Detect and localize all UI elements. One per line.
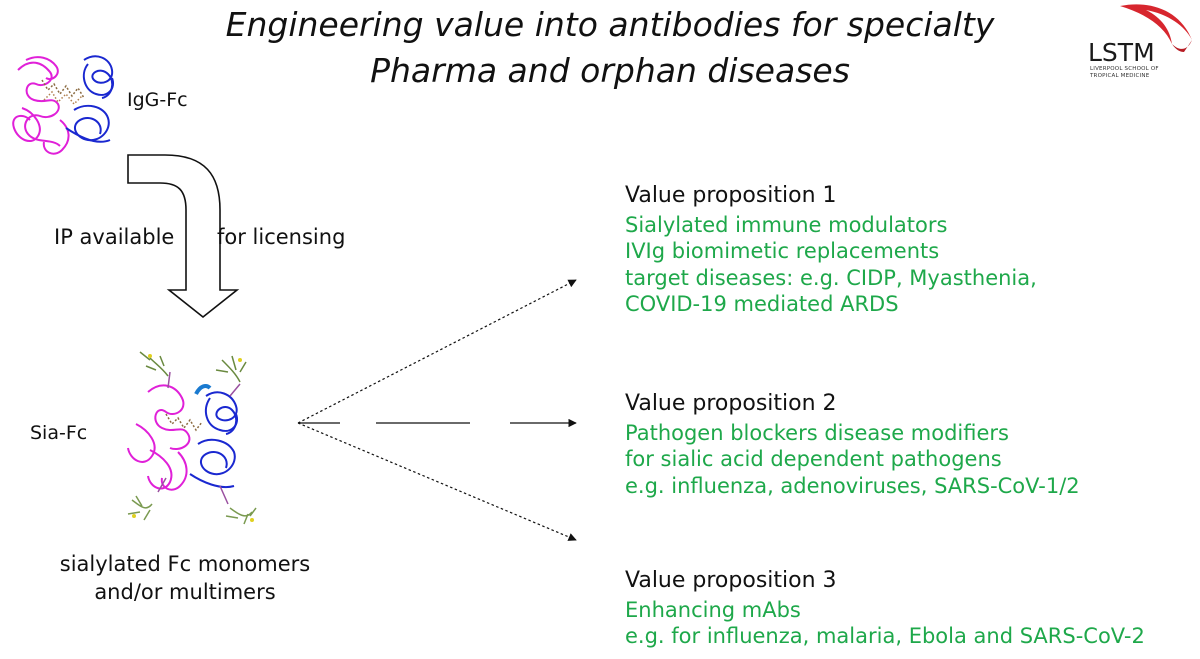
igg-fc-structure-icon (12, 55, 114, 155)
page-title: Engineering value into antibodies for sp… (180, 2, 1040, 94)
value-proposition-1: Value proposition 1 Sialylated immune mo… (625, 183, 1037, 318)
licensing-label: for licensing (217, 225, 346, 249)
logo-name: LSTM (1088, 38, 1155, 67)
arrow-to-proposition-1 (297, 279, 577, 424)
proposition-heading: Value proposition 3 (625, 568, 837, 593)
sia-fc-label: Sia-Fc (30, 422, 88, 444)
logo-subtitle: LIVERPOOL SCHOOL OF TROPICAL MEDICINE (1090, 66, 1159, 79)
proposition-line: IVIg biomimetic replacements (625, 239, 940, 263)
proposition-line: Pathogen blockers disease modifiers (625, 420, 1009, 445)
title-line-1: Engineering value into antibodies for sp… (225, 5, 995, 44)
proposition-line: Sialylated immune modulators (625, 212, 948, 237)
curved-down-arrow-icon (127, 154, 240, 319)
proposition-line: for sialic acid dependent pathogens (625, 447, 1002, 471)
proposition-line: COVID-19 mediated ARDS (625, 292, 899, 316)
sia-fc-structure-icon (127, 351, 257, 525)
monomers-line-2: and/or multimers (94, 580, 276, 604)
title-line-2: Pharma and orphan diseases (370, 51, 850, 90)
monomers-line-1: sialylated Fc monomers (59, 552, 311, 576)
ip-available-label: IP available (54, 225, 175, 249)
arrow-to-proposition-3 (297, 422, 577, 541)
logo-swoosh-icon (1120, 4, 1192, 44)
proposition-line: e.g. for influenza, malaria, Ebola and S… (625, 624, 1145, 648)
proposition-line: target diseases: e.g. CIDP, Myasthenia, (625, 265, 1037, 290)
proposition-line: e.g. influenza, adenoviruses, SARS-CoV-1… (625, 473, 1080, 498)
lstm-logo (1120, 4, 1192, 52)
value-proposition-3: Value proposition 3 Enhancing mAbs e.g. … (625, 568, 1145, 650)
monomers-caption: sialylated Fc monomers and/or multimers (30, 550, 340, 606)
proposition-line: Enhancing mAbs (625, 597, 801, 622)
proposition-heading: Value proposition 1 (625, 183, 837, 208)
value-proposition-2: Value proposition 2 Pathogen blockers di… (625, 391, 1080, 499)
proposition-heading: Value proposition 2 (625, 391, 837, 416)
igg-fc-label: IgG-Fc (127, 89, 188, 111)
